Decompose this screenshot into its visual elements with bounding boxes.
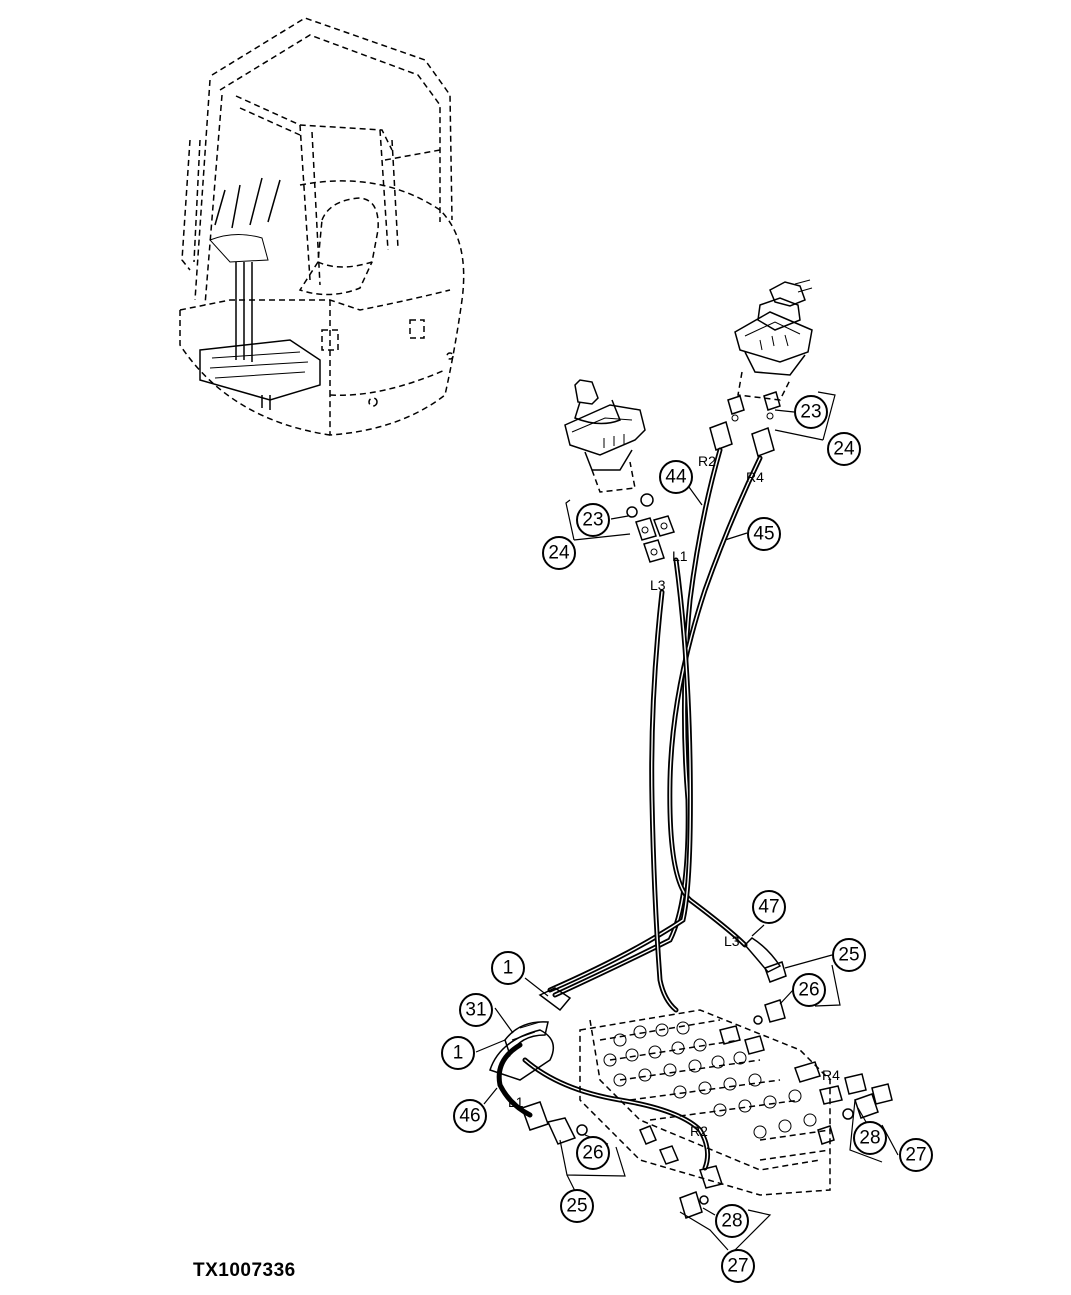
fitting-group-left — [521, 1101, 588, 1145]
callout-27-bottom: 27 — [721, 1249, 755, 1283]
svg-text:27: 27 — [727, 1256, 748, 1277]
svg-text:45: 45 — [753, 524, 774, 545]
svg-text:24: 24 — [833, 439, 855, 460]
svg-text:23: 23 — [582, 510, 603, 531]
svg-text:28: 28 — [859, 1128, 880, 1149]
svg-text:28: 28 — [721, 1211, 742, 1232]
port-label-l1-low: L1 — [508, 1094, 524, 1110]
svg-text:1: 1 — [453, 1043, 464, 1064]
svg-text:23: 23 — [800, 402, 821, 423]
hose-44 — [552, 447, 723, 998]
hose-l1 — [547, 557, 693, 993]
right-pilot-control-valve — [709, 279, 813, 457]
callout-24-right: 24 — [827, 432, 861, 466]
callout-1-lower: 1 — [441, 1036, 475, 1070]
svg-text:26: 26 — [798, 980, 819, 1001]
callout-23-right: 23 — [794, 395, 828, 429]
port-label-r2-top: R2 — [698, 453, 716, 469]
callout-26-lower: 26 — [576, 1136, 610, 1170]
main-control-valve — [579, 1009, 843, 1196]
callout-28-right: 28 — [853, 1121, 887, 1155]
svg-text:25: 25 — [566, 1196, 587, 1217]
svg-text:1: 1 — [503, 958, 514, 979]
svg-text:26: 26 — [582, 1143, 603, 1164]
callout-23-left: 23 — [576, 503, 610, 537]
svg-text:24: 24 — [548, 543, 570, 564]
port-label-l3-mid: L3 — [724, 933, 740, 949]
port-label-r4-low: R4 — [822, 1067, 840, 1083]
port-label-l3-top: L3 — [650, 577, 666, 593]
elbow-fitting-47 — [743, 937, 787, 983]
fitting-group-right-top — [842, 1073, 893, 1120]
callout-28-bottom: 28 — [715, 1204, 749, 1238]
left-pilot-control-valve — [564, 379, 675, 563]
fitting-group-bottom — [679, 1165, 723, 1219]
callout-46: 46 — [453, 1099, 487, 1133]
callout-31: 31 — [459, 993, 493, 1027]
hose-45 — [667, 455, 763, 948]
svg-text:46: 46 — [459, 1106, 480, 1127]
excavator-cab-outline — [179, 17, 465, 436]
hose-clamp — [489, 987, 572, 1081]
fitting-group-upper — [753, 999, 786, 1025]
port-labels: R2 R4 L1 L3 L3 R4 L1 R2 — [508, 453, 840, 1139]
figure-id-label: TX1007336 — [193, 1260, 296, 1281]
callout-47: 47 — [752, 890, 786, 924]
svg-text:44: 44 — [665, 467, 687, 488]
svg-text:25: 25 — [838, 945, 859, 966]
svg-text:47: 47 — [758, 897, 779, 918]
callout-26-upper: 26 — [792, 973, 826, 1007]
callout-44: 44 — [659, 460, 693, 494]
port-label-r2-low: R2 — [690, 1123, 708, 1139]
port-label-l1-top: L1 — [672, 548, 688, 564]
callout-27-right: 27 — [899, 1138, 933, 1172]
port-label-r4-top: R4 — [746, 469, 764, 485]
callout-24-left: 24 — [542, 536, 576, 570]
hose-46 — [496, 1042, 711, 1171]
callout-45: 45 — [747, 517, 781, 551]
callout-25-lower: 25 — [560, 1189, 594, 1223]
hose-l3 — [649, 589, 679, 1013]
callout-25-upper: 25 — [832, 938, 866, 972]
svg-text:31: 31 — [465, 1000, 486, 1021]
svg-text:27: 27 — [905, 1145, 926, 1166]
callout-1-top: 1 — [491, 951, 525, 985]
